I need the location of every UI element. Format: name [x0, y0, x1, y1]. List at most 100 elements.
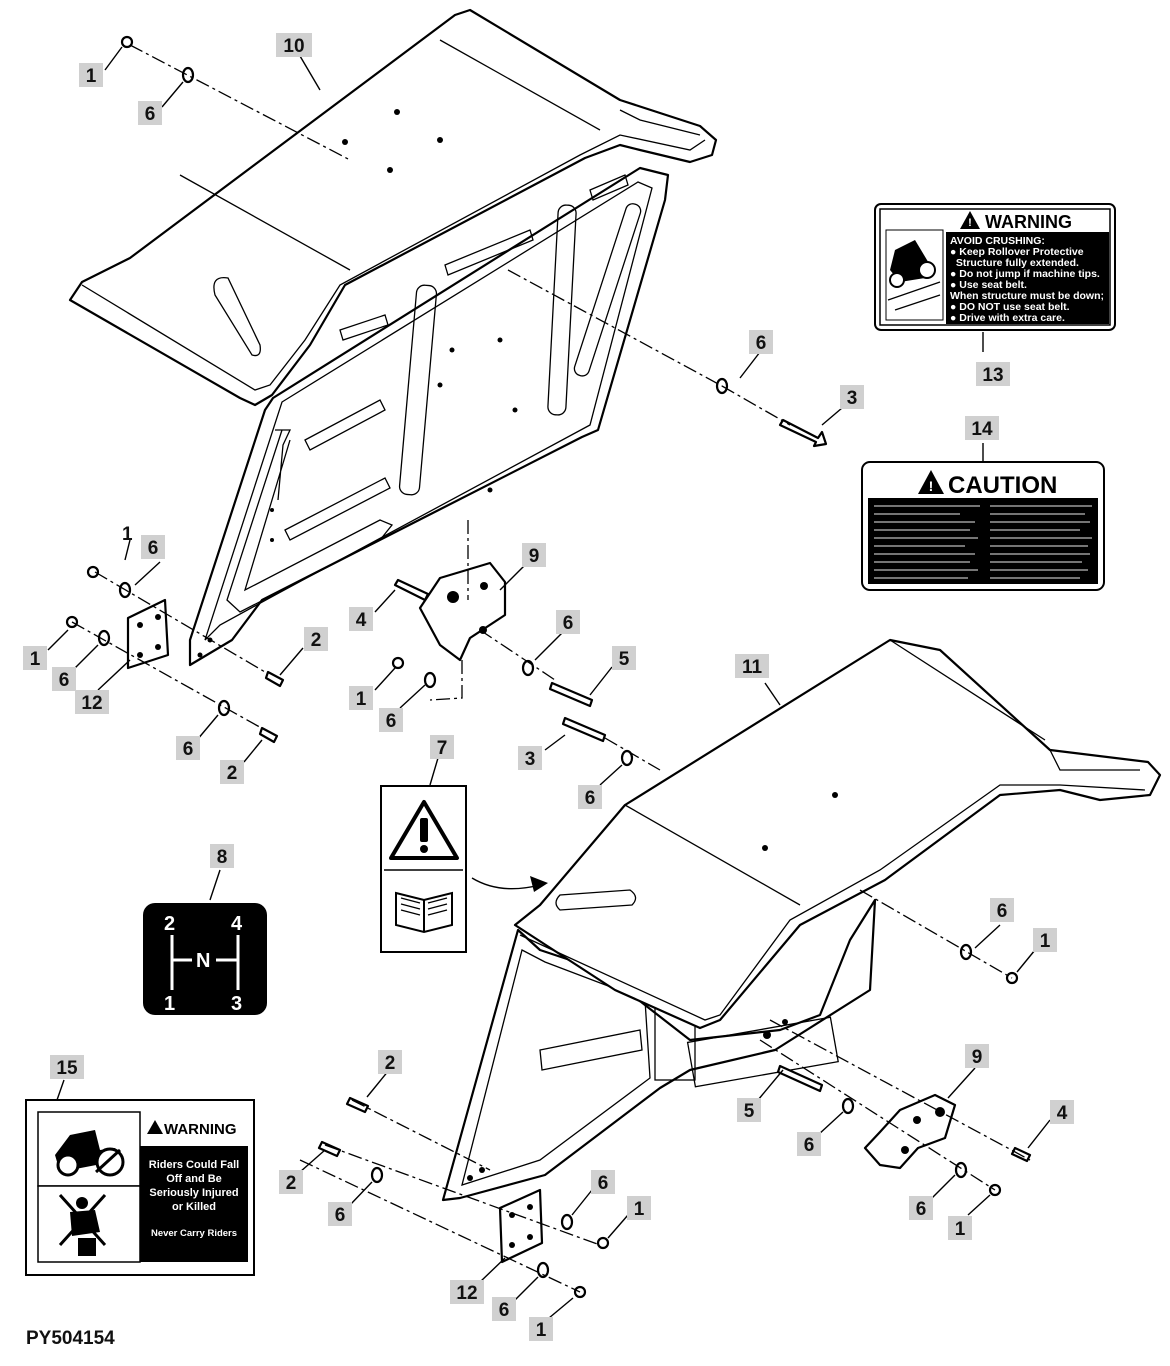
callout-label: 6: [756, 333, 767, 354]
figure-code: PY504154: [26, 1328, 115, 1349]
callout-c1e: 1: [1033, 928, 1057, 952]
callout-c7: 7: [430, 735, 454, 759]
callout-c6e: 6: [52, 667, 76, 691]
callout-c6g: 6: [176, 736, 200, 760]
callout-label: 2: [227, 763, 238, 784]
callout-label: 6: [804, 1135, 815, 1156]
decal15-line4: or Killed: [172, 1201, 216, 1213]
callout-c8: 8: [210, 844, 234, 868]
plate-12-upper: [126, 598, 170, 670]
callout-c6m: 6: [591, 1170, 615, 1194]
svg-text:AVOID CRUSHING:: AVOID CRUSHING:: [950, 235, 1045, 247]
svg-text:● Drive with extra care.: ● Drive with extra care.: [950, 312, 1065, 324]
decal-13-warning: WARNING ! AVOID CRUSHING: ● Keep Rollove…: [874, 203, 1116, 331]
callout-label: 7: [437, 738, 448, 759]
callout-c6a: 6: [138, 101, 162, 125]
callout-label: 3: [847, 388, 858, 409]
callout-c3a: 3: [840, 385, 864, 409]
callout-label: 4: [356, 610, 367, 631]
callout-c10: 10: [276, 33, 312, 57]
left-fender-10: [68, 8, 718, 667]
decal15-header: WARNING: [164, 1121, 237, 1138]
callout-c4a: 4: [349, 607, 373, 631]
callout-c2b: 2: [220, 760, 244, 784]
callout-c15: 15: [50, 1055, 84, 1079]
callout-c5b: 5: [737, 1098, 761, 1122]
decal15-line1: Riders Could Fall: [149, 1159, 239, 1171]
callout-label: 1: [86, 66, 97, 87]
callout-c2c: 2: [378, 1050, 402, 1074]
callout-c6f: 6: [379, 708, 403, 732]
callout-label: 5: [619, 649, 630, 670]
callout-label: 1: [536, 1320, 547, 1341]
tractor-tipping-icon: [885, 229, 944, 321]
callout-plain-1: 1: [122, 524, 133, 545]
callout-label: 13: [982, 365, 1003, 386]
callout-c14: 14: [965, 416, 999, 440]
callout-label: 9: [972, 1047, 983, 1068]
callout-c2d: 2: [279, 1170, 303, 1194]
callout-label: 2: [385, 1053, 396, 1074]
callout-c11: 11: [735, 654, 769, 678]
callout-c12b: 12: [450, 1280, 484, 1304]
decal13-lines: AVOID CRUSHING: ● Keep Rollover Protecti…: [950, 235, 1104, 324]
callout-c3b: 3: [518, 746, 542, 770]
decal15-line3: Seriously Injured: [149, 1187, 238, 1199]
svg-text:● DO NOT use seat belt.: ● DO NOT use seat belt.: [950, 301, 1070, 313]
svg-text:● Keep Rollover Protective: ● Keep Rollover Protective: [950, 246, 1084, 258]
callout-c2a: 2: [304, 627, 328, 651]
callout-c9b: 9: [965, 1044, 989, 1068]
callout-label: 6: [997, 901, 1008, 922]
callout-c6k: 6: [797, 1132, 821, 1156]
callout-c6l: 6: [909, 1196, 933, 1220]
callout-c6c: 6: [141, 535, 165, 559]
tractor-icon: [55, 1130, 125, 1177]
callout-label: 10: [283, 36, 304, 57]
decal14-header: CAUTION: [948, 472, 1057, 499]
plate-12-lower: [498, 1188, 544, 1264]
decal15-line2: Off and Be: [166, 1173, 222, 1185]
callout-label: 14: [971, 419, 993, 440]
shift-n: N: [196, 950, 210, 972]
callout-label: 6: [598, 1173, 609, 1194]
callout-label: 1: [356, 689, 367, 710]
callout-c6i: 6: [990, 898, 1014, 922]
callout-c6j: 6: [328, 1202, 352, 1226]
bracket-9-lower: [863, 1093, 957, 1170]
callout-label: 6: [335, 1205, 346, 1226]
svg-text:!: !: [968, 217, 972, 229]
callout-label: 6: [563, 613, 574, 634]
caution-triangle-icon: [918, 470, 944, 494]
svg-text:● Do not jump if machine tips.: ● Do not jump if machine tips.: [950, 268, 1100, 280]
callout-label: 1: [30, 649, 41, 670]
callout-c1c: 1: [23, 646, 47, 670]
callout-c1a: 1: [79, 63, 103, 87]
callout-label: 1: [955, 1219, 966, 1240]
callout-label: 12: [456, 1283, 477, 1304]
callout-c13: 13: [976, 362, 1010, 386]
callout-label: 6: [585, 788, 596, 809]
leader-lines: [47, 46, 1051, 1319]
shift-3: 3: [231, 993, 242, 1015]
callout-label: 12: [81, 693, 102, 714]
callout-c9a: 9: [522, 543, 546, 567]
svg-text:When structure must be down;: When structure must be down;: [950, 290, 1104, 302]
decal-15-warning: WARNING Riders Could Fall Off and Be Ser…: [25, 1099, 255, 1276]
callout-label: 3: [525, 749, 536, 770]
alert-triangle-icon: [389, 800, 459, 860]
callout-label: 4: [1057, 1103, 1068, 1124]
svg-text:!: !: [929, 478, 934, 494]
assembly-lines: [71, 44, 1031, 1293]
callout-c6h: 6: [578, 785, 602, 809]
shift-2: 2: [164, 913, 175, 935]
callout-label: 1: [634, 1199, 645, 1220]
callout-c1g: 1: [627, 1196, 651, 1220]
callout-c6d: 6: [556, 610, 580, 634]
shift-4: 4: [231, 913, 243, 935]
callout-label: 1: [1040, 931, 1051, 952]
svg-text:● Use seat belt.: ● Use seat belt.: [950, 279, 1027, 291]
callout-label: 6: [145, 104, 156, 125]
callout-label: 6: [148, 538, 159, 559]
